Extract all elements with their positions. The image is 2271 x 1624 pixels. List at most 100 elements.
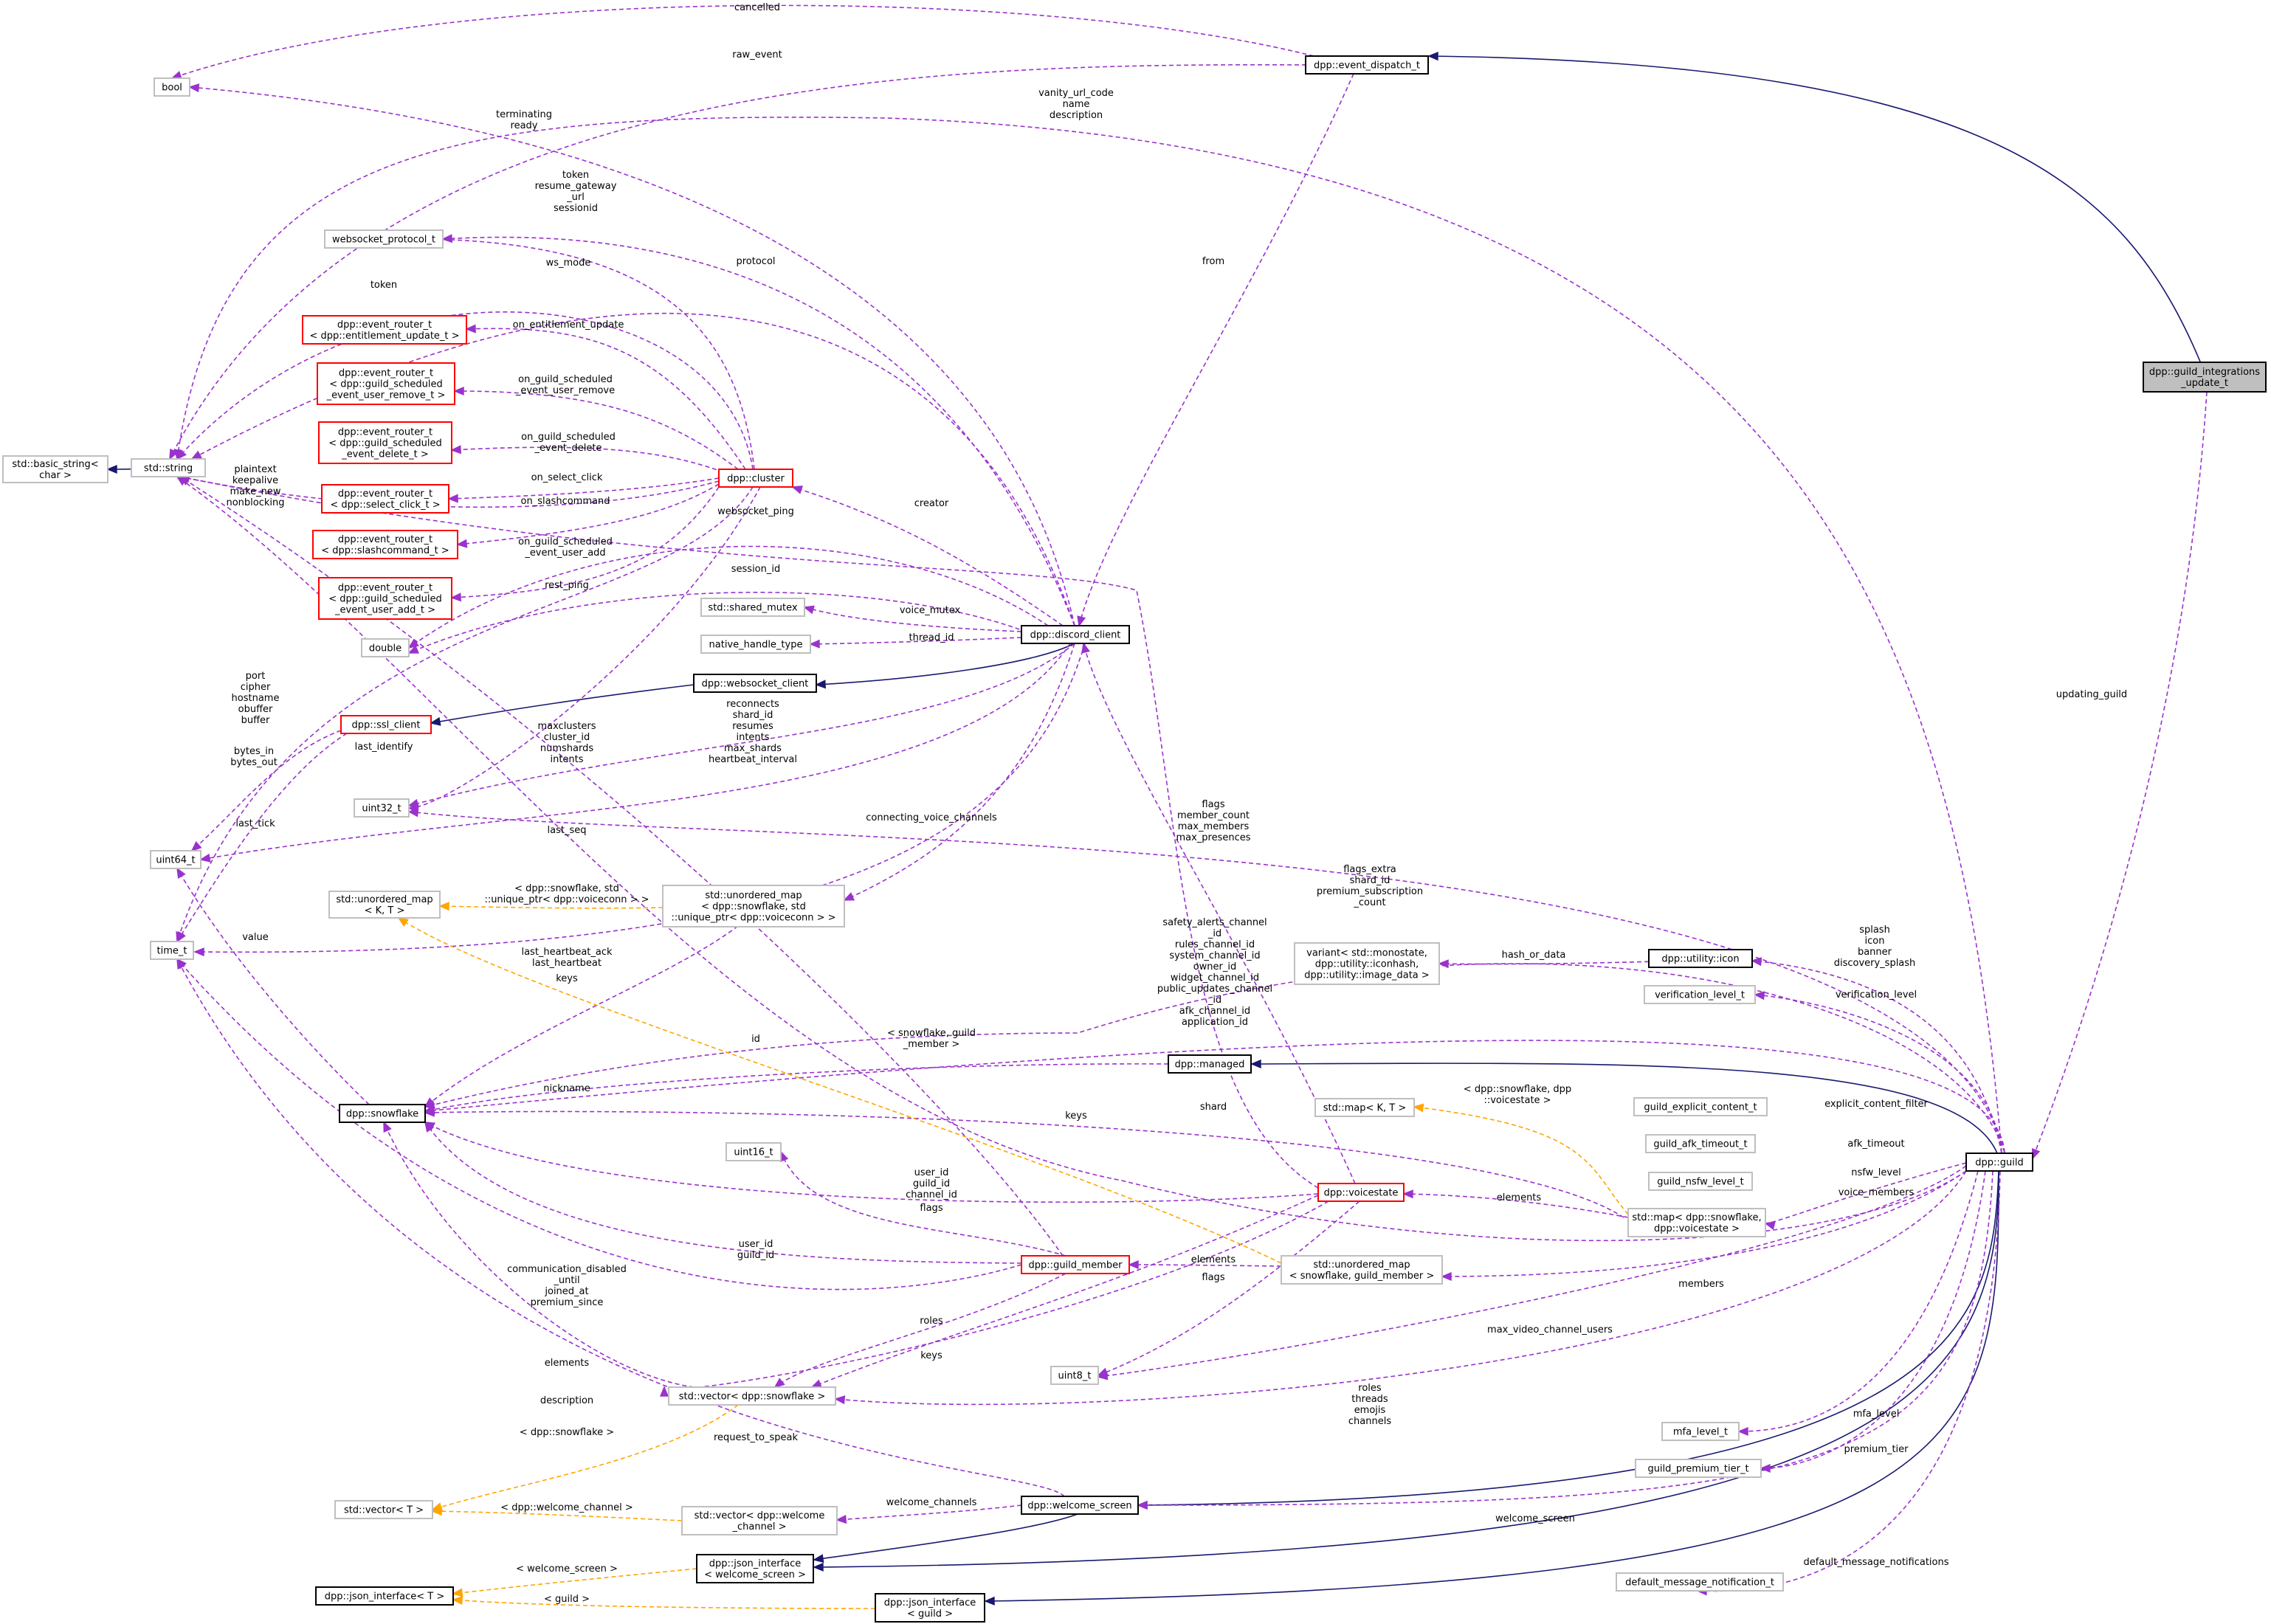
node-json-iface-guild[interactable]: dpp::json_interface< guild > — [875, 1593, 985, 1623]
edge-label: buffer — [241, 715, 270, 726]
node-native-handle: native_handle_type — [700, 635, 811, 654]
edge-label: keys — [556, 973, 578, 984]
edge-label: ws_mode — [546, 258, 591, 269]
node-label: dpp::json_interface — [884, 1597, 976, 1609]
template-edge — [438, 902, 664, 911]
edge-label: default_message_notifications — [1803, 1557, 1948, 1568]
node-ssl-client[interactable]: dpp::ssl_client — [340, 715, 432, 734]
node-label: guild_explicit_content_t — [1644, 1102, 1757, 1113]
edge-label: public_updates_channel — [1157, 984, 1272, 995]
edge-label: port — [246, 671, 266, 682]
edge-label: < dpp::snowflake > — [520, 1427, 614, 1438]
node-icon[interactable]: dpp::utility::icon — [1648, 949, 1753, 968]
edge-label: _id — [1207, 928, 1221, 939]
edge-label: resume_gateway — [535, 181, 617, 192]
node-event-dispatch[interactable]: dpp::event_dispatch_t — [1305, 55, 1429, 75]
node-label: dpp::voicestate > — [1654, 1223, 1740, 1234]
edge-label: channel_id — [906, 1189, 957, 1200]
edge-label: on_slashcommand — [521, 496, 610, 507]
node-unordered-map-kt: std::unordered_map< K, T > — [328, 891, 441, 919]
node-er-entitlement[interactable]: dpp::event_router_t< dpp::entitlement_up… — [302, 315, 467, 345]
edge-label: flags — [1202, 799, 1224, 810]
edge-label: threads — [1351, 1394, 1388, 1405]
edge-label: joined_at — [544, 1286, 588, 1297]
node-guild-member[interactable]: dpp::guild_member — [1021, 1255, 1130, 1274]
usage-edge — [810, 1195, 1319, 1388]
edge-label: heartbeat_interval — [709, 754, 797, 765]
node-label: < dpp::entitlement_update_t > — [309, 331, 459, 342]
edge-label: application_id — [1182, 1017, 1248, 1028]
edge-label: resumes — [732, 721, 773, 732]
node-label: uint32_t — [362, 804, 401, 815]
edge-label: request_to_speak — [714, 1432, 798, 1443]
node-managed[interactable]: dpp::managed — [1168, 1054, 1252, 1074]
edge-label: hostname — [232, 693, 280, 704]
node-discord-client[interactable]: dpp::discord_client — [1021, 625, 1130, 644]
node-label: dpp::event_router_t — [338, 534, 433, 545]
node-guild[interactable]: dpp::guild — [1965, 1153, 2033, 1172]
node-er-user-remove[interactable]: dpp::event_router_t< dpp::guild_schedule… — [317, 362, 455, 405]
node-uint16: uint16_t — [726, 1142, 782, 1161]
node-label: dpp::snowflake — [346, 1109, 418, 1120]
edge-label: < welcome_screen > — [516, 1563, 618, 1575]
node-label: < dpp::select_click_t > — [330, 500, 440, 511]
edge-label: keys — [920, 1350, 942, 1361]
node-label: variant< std::monostate, — [1306, 948, 1427, 959]
node-welcome-screen[interactable]: dpp::welcome_screen — [1021, 1496, 1139, 1515]
node-er-select[interactable]: dpp::event_router_t< dpp::select_click_t… — [321, 484, 449, 514]
edge-label: guild_id — [737, 1250, 774, 1261]
node-label: dpp::event_router_t — [337, 319, 432, 331]
node-vector-wc: std::vector< dpp::welcome_channel > — [681, 1506, 838, 1535]
node-voicestate[interactable]: dpp::voicestate — [1317, 1183, 1405, 1202]
edge-label: obuffer — [238, 704, 273, 715]
node-shared-mutex: std::shared_mutex — [700, 598, 805, 617]
usage-edge — [176, 958, 1065, 1497]
usage-edge — [407, 592, 1034, 654]
node-websocket-client[interactable]: dpp::websocket_client — [693, 674, 817, 693]
usage-edge — [843, 643, 1075, 901]
edge-label: raw_event — [732, 49, 782, 61]
node-label: dpp::discord_client — [1030, 630, 1121, 641]
edge-label: channels — [1348, 1416, 1391, 1427]
node-json-iface-t[interactable]: dpp::json_interface< T > — [315, 1586, 454, 1606]
edge-label: connecting_voice_channels — [866, 812, 997, 823]
usage-edge — [1760, 1170, 1986, 1473]
node-variant: variant< std::monostate,dpp::utility::ic… — [1294, 942, 1440, 985]
node-label: std::basic_string< — [12, 459, 98, 470]
node-json-iface-ws[interactable]: dpp::json_interface< welcome_screen > — [696, 1554, 814, 1583]
edge-label: shard — [1200, 1102, 1227, 1113]
edge-label: max_members — [1178, 821, 1250, 832]
node-label: dpp::managed — [1175, 1060, 1245, 1071]
inheritance-edge — [815, 643, 1075, 689]
edge-label: voice_members — [1838, 1187, 1915, 1198]
node-label: dpp::event_router_t — [338, 488, 433, 500]
edge-label: thread_id — [909, 632, 954, 643]
edge-label: explicit_content_filter — [1824, 1099, 1928, 1110]
edge-label: vanity_url_code — [1038, 88, 1114, 99]
node-snowflake[interactable]: dpp::snowflake — [339, 1104, 426, 1123]
edge-label: communication_disabled — [507, 1264, 627, 1275]
edge-label: token — [371, 280, 397, 291]
edge-label: cipher — [241, 682, 271, 693]
usage-edge — [1097, 1200, 1360, 1376]
node-label: dpp::ssl_client — [352, 720, 421, 731]
edge-label: nickname — [543, 1083, 590, 1094]
edge-label: system_channel_id — [1169, 950, 1260, 961]
edge-label: voice_mutex — [900, 605, 961, 616]
node-label: < dpp::slashcommand_t > — [321, 545, 449, 556]
edge-label: token — [562, 170, 589, 181]
usage-edge — [407, 808, 2005, 1153]
edge-label: shard_id — [1350, 875, 1390, 886]
node-label: std::shared_mutex — [708, 603, 797, 614]
usage-edge — [176, 867, 370, 1105]
node-er-delete[interactable]: dpp::event_router_t< dpp::guild_schedule… — [318, 421, 452, 464]
node-nsfw-level: guild_nsfw_level_t — [1648, 1172, 1753, 1191]
template-edge — [431, 1404, 739, 1511]
node-cluster[interactable]: dpp::cluster — [718, 469, 793, 488]
edge-label: nsfw_level — [1851, 1167, 1900, 1178]
usage-edge — [176, 486, 754, 943]
node-er-slash[interactable]: dpp::event_router_t< dpp::slashcommand_t… — [312, 530, 458, 559]
node-label: dpp::utility::iconhash, — [1315, 959, 1419, 970]
node-er-user-add[interactable]: dpp::event_router_t< dpp::guild_schedule… — [318, 577, 452, 620]
edge-label: on_entitlement_update — [513, 319, 624, 331]
